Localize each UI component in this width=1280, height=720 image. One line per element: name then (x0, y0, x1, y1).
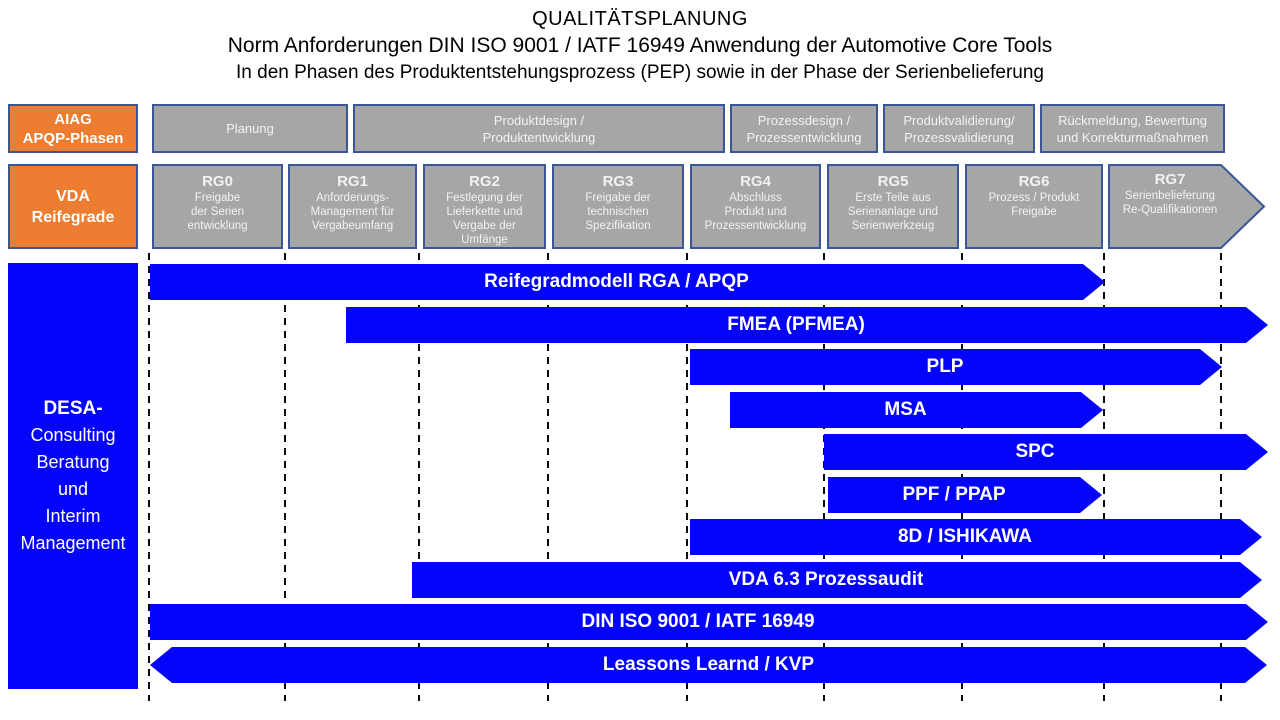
rg0-desc: Freigabe der Serien entwicklung (187, 192, 248, 232)
phase-separator-line (823, 253, 825, 701)
rg7-arrow-shape (1108, 164, 1266, 249)
rg6-desc: Prozess / Produkt Freigabe (988, 192, 1080, 218)
rg-box-rg1: RG1 Anforderungs- Management für Vergabe… (288, 164, 417, 249)
rg2-desc: Festlegung der Lieferkette und Vergabe d… (446, 192, 523, 246)
brand-description: Consulting Beratung und Interim Manageme… (20, 425, 126, 553)
phase-separator-line (547, 253, 549, 701)
title-block: QUALITÄTSPLANUNG Norm Anforderungen DIN … (0, 6, 1280, 85)
title-line-1: QUALITÄTSPLANUNG (532, 8, 748, 30)
rg1-desc: Anforderungs- Management für Vergabeumfa… (310, 192, 395, 232)
tool-bar-plp: PLP (690, 349, 1222, 385)
rg-box-rg0: RG0 Freigabe der Serien entwicklung (152, 164, 283, 249)
rg3-code: RG3 (602, 173, 634, 190)
tool-bar-spc: SPC (824, 434, 1268, 470)
rg5-desc: Erste Teile aus Serienanlage und Serienw… (847, 192, 939, 232)
phase-box-rueckmeldung: Rückmeldung, Bewertung und Korrekturmaßn… (1040, 104, 1225, 153)
tool-bar-reifegradmodell: Reifegradmodell RGA / APQP (150, 264, 1105, 300)
rg-box-rg2: RG2 Festlegung der Lieferkette und Verga… (423, 164, 546, 249)
phase-separator-line (284, 253, 286, 701)
rg1-code: RG1 (337, 173, 368, 190)
brand-name: DESA- (43, 398, 103, 419)
tool-bar-fmea: FMEA (PFMEA) (346, 307, 1268, 343)
rg4-code: RG4 (740, 173, 771, 190)
rg2-code: RG2 (469, 173, 500, 190)
title-line-2: Norm Anforderungen DIN ISO 9001 / IATF 1… (227, 34, 1053, 57)
tool-bar-ppf-ppap: PPF / PPAP (828, 477, 1102, 513)
aiag-apqp-header-box: AIAG APQP-Phasen (8, 104, 138, 153)
rg-box-rg6: RG6 Prozess / Produkt Freigabe (965, 164, 1103, 249)
phase-box-produktdesign: Produktdesign / Produktentwicklung (353, 104, 725, 153)
phase-separator-line (148, 253, 150, 701)
tool-bar-din-iso-iatf: DIN ISO 9001 / IATF 16949 (150, 604, 1268, 640)
rg0-code: RG0 (202, 173, 233, 190)
tool-bar-lessons-learned-kvp: Leassons Learnd / KVP (150, 647, 1267, 683)
tool-bar-vda63-prozessaudit: VDA 6.3 Prozessaudit (412, 562, 1262, 598)
rg4-desc: Abschluss Produkt und Prozessentwicklung (704, 192, 807, 232)
rg-box-rg4: RG4 Abschluss Produkt und Prozessentwick… (690, 164, 821, 249)
phase-box-prozessdesign: Prozessdesign / Prozessentwicklung (730, 104, 878, 153)
desa-consulting-panel: DESA- Consulting Beratung und Interim Ma… (8, 263, 138, 689)
rg3-desc: Freigabe der technischen Spezifikation (585, 192, 651, 232)
rg5-code: RG5 (877, 173, 909, 190)
rg-box-rg5: RG5 Erste Teile aus Serienanlage und Ser… (827, 164, 959, 249)
phase-separator-line (1220, 253, 1222, 701)
tool-bar-8d-ishikawa: 8D / ISHIKAWA (690, 519, 1262, 555)
tool-bar-msa: MSA (730, 392, 1103, 428)
phase-box-produktvalidierung: Produktvalidierung/ Prozessvalidierung (883, 104, 1035, 153)
vda-reifegrade-header-box: VDA Reifegrade (8, 164, 138, 249)
rg7-desc: Serienbelieferung Re-Qualifikationen (1122, 190, 1218, 216)
rg7-code: RG7 (1154, 171, 1186, 188)
rg-box-rg3: RG3 Freigabe der technischen Spezifikati… (552, 164, 684, 249)
title-line-3: In den Phasen des Produktentstehungsproz… (236, 62, 1044, 83)
phase-box-planung: Planung (152, 104, 348, 153)
phase-separator-line (418, 253, 420, 701)
rg-box-rg7: RG7 Serienbelieferung Re-Qualifikationen (1108, 164, 1266, 249)
phase-separator-line (1103, 253, 1105, 701)
phase-separator-line (686, 253, 688, 701)
rg6-code: RG6 (1018, 173, 1050, 190)
